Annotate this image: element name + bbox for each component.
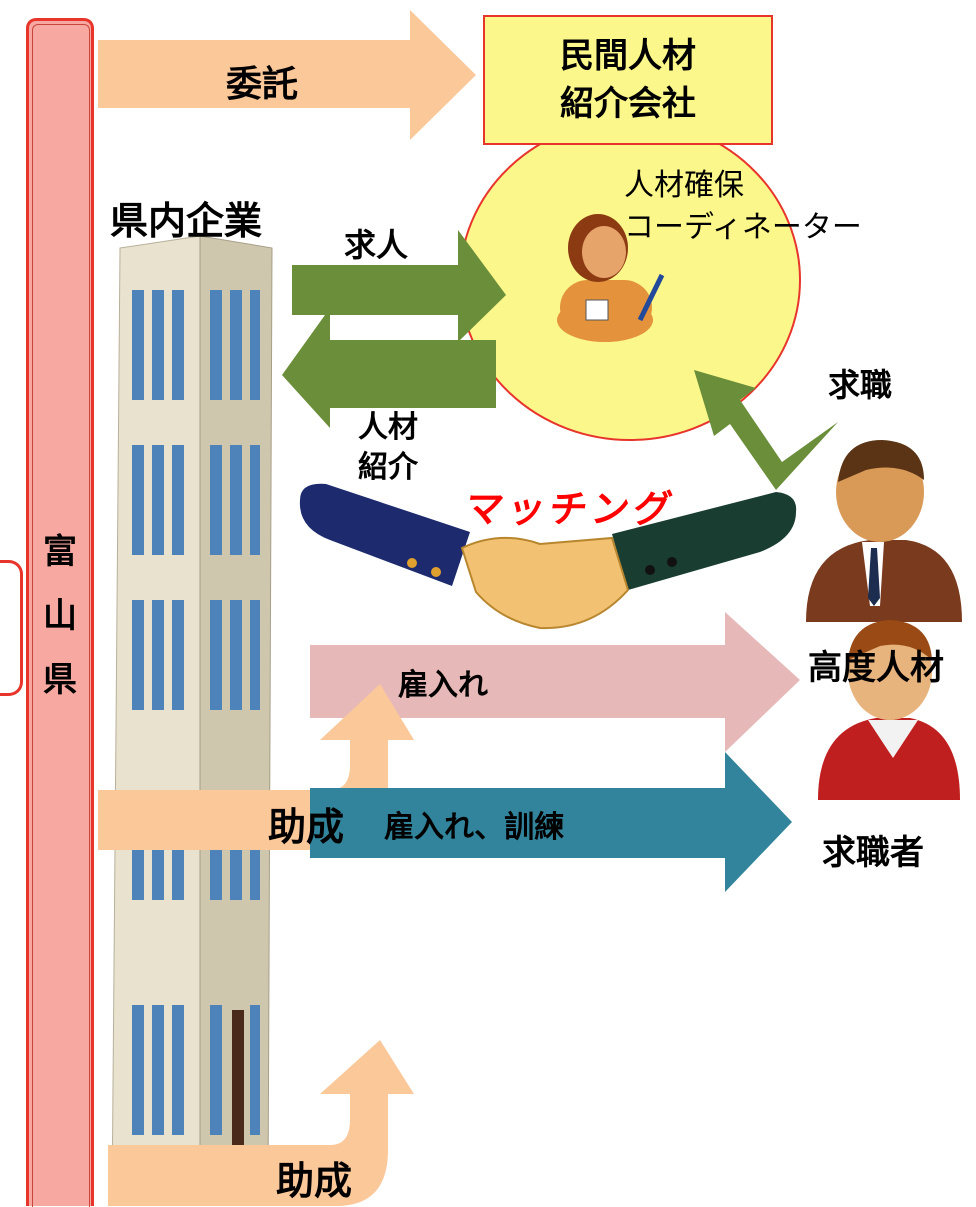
agency-line-2: 紹介会社 (560, 84, 696, 124)
hire-label: 雇入れ (398, 668, 488, 703)
job-seeking-label: 求職 (828, 366, 893, 404)
job-seeker-label: 求職者 (822, 833, 924, 873)
referral-line-1: 人材 (358, 410, 418, 445)
referral-line-2: 紹介 (358, 450, 418, 485)
referral-label: 人材 紹介 (358, 408, 418, 488)
subsidy-arrow-2 (108, 1040, 414, 1206)
hire-train-label: 雇入れ、訓練 (384, 810, 565, 845)
coordinator-line-2: コーディネーター (624, 210, 862, 245)
agency-box: 民間人材 紹介会社 (483, 15, 773, 145)
matching-label: マッチング (462, 487, 679, 531)
job-seeking-arrow (694, 370, 838, 490)
prefecture-char-2: 山 (43, 596, 77, 636)
hire-arrow (310, 612, 800, 752)
handshake-icon (299, 483, 797, 630)
coordinator-label: 人材確保 コーディネーター (624, 165, 862, 249)
high-talent-person-icon (806, 440, 962, 622)
companies-label: 県内企業 (110, 199, 263, 243)
prefecture-column-inner (32, 24, 90, 1207)
prefecture-column (26, 18, 94, 1206)
high-talent-label: 高度人材 (808, 648, 944, 688)
job-offer-label: 求人 (344, 226, 409, 264)
subsidy-label-1: 助成 (268, 805, 345, 849)
referral-arrow (282, 308, 496, 428)
prefecture-char-1: 富 (43, 532, 77, 572)
subsidy-label-2: 助成 (276, 1159, 353, 1203)
coordinator-figure-icon (557, 214, 665, 342)
prefecture-char-3: 県 (43, 660, 77, 700)
consign-arrow (98, 10, 476, 140)
agency-line-1: 民間人材 (560, 36, 696, 76)
job-seeker-person-icon (818, 620, 960, 800)
coordinator-line-1: 人材確保 (624, 168, 744, 203)
prefecture-label: 富 山 県 (26, 520, 94, 712)
hire-train-arrow (310, 752, 792, 892)
consign-label: 委託 (226, 64, 299, 105)
job-offer-arrow (292, 230, 506, 342)
prefecture-bracket (0, 560, 23, 696)
building-illustration (111, 235, 273, 1206)
